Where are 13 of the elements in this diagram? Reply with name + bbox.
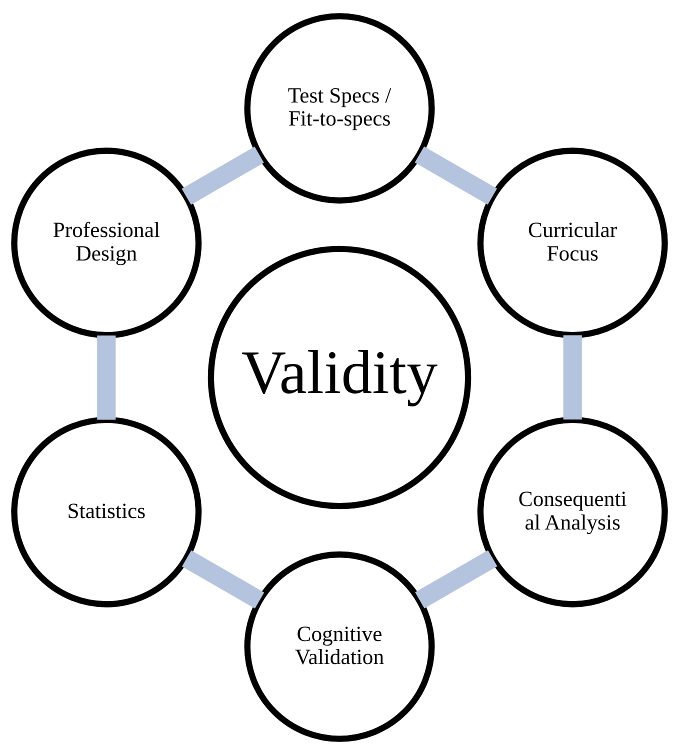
node-circle: Statistics <box>11 416 202 608</box>
node-circle: Professional Design <box>11 148 202 338</box>
connector <box>182 146 264 205</box>
node-circle: Curricular Focus <box>477 148 668 338</box>
connector <box>97 336 116 420</box>
connector <box>415 550 498 608</box>
node-circle: Cognitive Validation <box>244 551 435 742</box>
connector <box>414 146 498 205</box>
node-circle: Validity <box>208 246 472 510</box>
node-circle: Test Specs / Fit-to-specs <box>244 13 435 204</box>
connector <box>182 550 264 609</box>
node-circle: Consequenti al Analysis <box>477 416 668 608</box>
connector <box>563 335 582 420</box>
